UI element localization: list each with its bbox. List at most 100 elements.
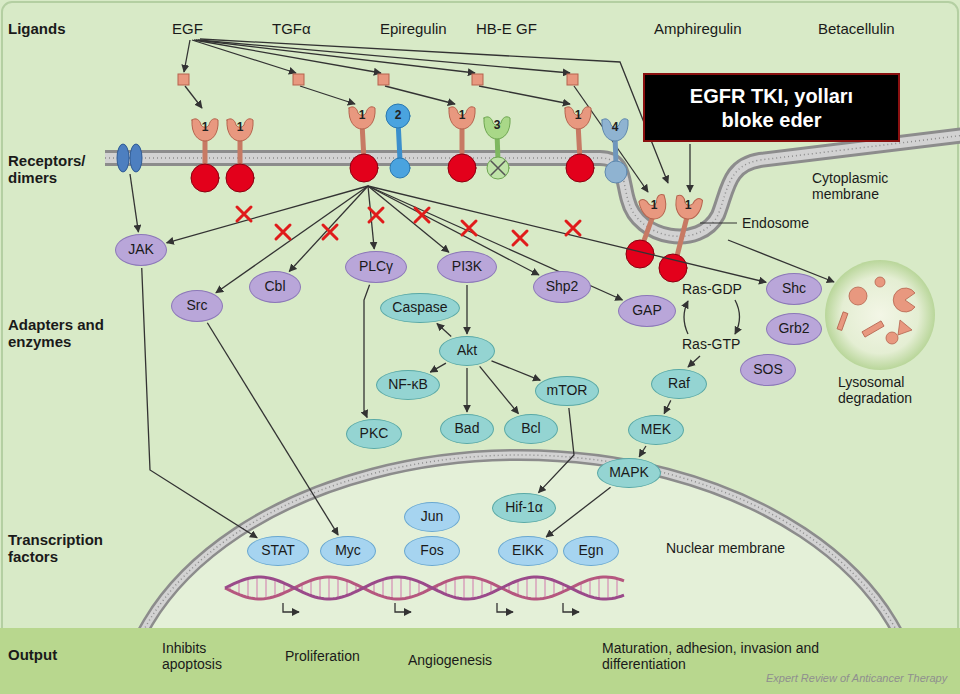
pathway-arrow bbox=[480, 366, 519, 413]
node-label: Egn bbox=[579, 543, 604, 558]
row-label: Transcription factors bbox=[8, 531, 118, 566]
row-label: Receptors/ dimers bbox=[8, 152, 98, 187]
callout-number: 1 bbox=[575, 109, 582, 123]
watermark: Expert Review of Anticancer Therapy bbox=[766, 672, 947, 685]
enzyme-ellipse: MEK bbox=[628, 415, 684, 445]
ligand-name: TGFα bbox=[272, 20, 311, 37]
node-label: Src bbox=[187, 298, 208, 313]
pathway-arrow bbox=[492, 361, 541, 380]
callout-text: EGFR TKI, yolları bloke eder bbox=[669, 84, 874, 132]
ligand-name: Betacellulin bbox=[818, 20, 895, 37]
enzyme-ellipse: Caspase bbox=[380, 293, 459, 323]
lysosome-label: Lysosomal degradation bbox=[838, 374, 933, 406]
adapter-ellipse: Grb2 bbox=[766, 313, 822, 345]
signal-line bbox=[368, 186, 766, 282]
ras-label: Ras-GDP bbox=[682, 281, 742, 297]
node-label: Grb2 bbox=[778, 321, 809, 336]
lysosome bbox=[825, 260, 935, 370]
pathway-arrow bbox=[437, 324, 451, 337]
node-label: mTOR bbox=[547, 383, 588, 398]
transcription-factor-ellipse: EIKK bbox=[498, 536, 558, 566]
output-label: Maturation, adhesion, invasion and diffe… bbox=[602, 640, 822, 672]
pathway-arrow bbox=[664, 400, 671, 413]
adapter-ellipse: PLCγ bbox=[345, 251, 407, 283]
node-label: JAK bbox=[128, 242, 154, 257]
enzyme-ellipse: Bad bbox=[440, 414, 494, 444]
membrane-label: Cytoplasmic membrane bbox=[812, 170, 912, 202]
node-label: Akt bbox=[457, 343, 477, 358]
ligand-name: HB-E GF bbox=[476, 20, 537, 37]
pathway-arrow bbox=[546, 487, 610, 537]
ligand-squares bbox=[178, 74, 578, 85]
node-label: PI3K bbox=[452, 259, 482, 274]
adapter-ellipse: PI3K bbox=[437, 251, 497, 283]
output-label: Proliferation bbox=[285, 648, 360, 664]
enzyme-ellipse: PKC bbox=[346, 419, 402, 449]
leader-line bbox=[700, 223, 737, 224]
pathway-arrow bbox=[430, 363, 446, 372]
callout-number: 1 bbox=[359, 109, 366, 123]
adapter-ellipse: Cbl bbox=[249, 271, 301, 303]
node-label: Fos bbox=[420, 543, 443, 558]
row-label: Output bbox=[8, 646, 57, 663]
enzyme-ellipse: Raf bbox=[651, 369, 707, 399]
output-band bbox=[0, 628, 960, 694]
signal-line bbox=[130, 174, 138, 232]
node-label: Shc bbox=[782, 281, 806, 296]
receptors bbox=[191, 104, 703, 282]
pathway-arrow bbox=[207, 323, 338, 535]
callout-number: 4 bbox=[612, 121, 619, 135]
ligand-name: Amphiregulin bbox=[654, 20, 742, 37]
adapter-ellipse: Shp2 bbox=[533, 271, 591, 303]
node-label: Caspase bbox=[392, 300, 447, 315]
node-label: STAT bbox=[261, 543, 295, 558]
node-label: NF-κB bbox=[388, 377, 428, 392]
node-label: EIKK bbox=[512, 543, 544, 558]
enzyme-ellipse: NF-κB bbox=[376, 370, 440, 400]
enzyme-ellipse: MAPK bbox=[597, 458, 661, 488]
node-label: Bcl bbox=[521, 421, 540, 436]
node-label: GAP bbox=[632, 303, 662, 318]
endosome-label: Endosome bbox=[742, 215, 809, 231]
pathway-arrow bbox=[364, 285, 370, 418]
cytokine-receptor bbox=[117, 144, 142, 172]
adapter-ellipse: Shc bbox=[766, 273, 822, 305]
ligand-name: EGF bbox=[172, 20, 203, 37]
transcription-factor-ellipse: Jun bbox=[404, 502, 460, 532]
ligand-name: Epiregulin bbox=[380, 20, 447, 37]
callout-number: 1 bbox=[685, 199, 692, 213]
transcription-factor-ellipse: Myc bbox=[320, 536, 376, 566]
node-label: SOS bbox=[753, 362, 783, 377]
callout-number: 3 bbox=[494, 119, 501, 133]
callout-number: 1 bbox=[459, 109, 466, 123]
row-label: Adapters and enzymes bbox=[8, 316, 108, 351]
enzyme-ellipse: Bcl bbox=[504, 414, 558, 444]
membrane-label: Nuclear membrane bbox=[666, 540, 785, 556]
node-label: PKC bbox=[360, 426, 389, 441]
signal-line bbox=[167, 186, 368, 243]
dna-helix bbox=[225, 577, 624, 599]
ras-label: Ras-GTP bbox=[682, 336, 740, 352]
pathway-arrow bbox=[466, 285, 467, 334]
node-label: Jun bbox=[421, 509, 444, 524]
adapter-ellipse: JAK bbox=[115, 234, 167, 266]
pathway-arrow bbox=[142, 268, 257, 538]
callout-box: EGFR TKI, yolları bloke eder bbox=[643, 73, 900, 142]
cell-membrane bbox=[105, 135, 960, 236]
node-label: MEK bbox=[641, 422, 671, 437]
adapter-ellipse: GAP bbox=[618, 295, 676, 327]
row-label: Ligands bbox=[8, 20, 66, 37]
node-label: Raf bbox=[668, 376, 690, 391]
node-label: Shp2 bbox=[546, 279, 579, 294]
transcription-arrows bbox=[283, 603, 579, 612]
enzyme-ellipse: Akt bbox=[439, 336, 495, 366]
adapter-ellipse: SOS bbox=[740, 354, 796, 386]
transcription-factor-ellipse: Fos bbox=[404, 536, 460, 566]
node-label: Bad bbox=[455, 421, 480, 436]
node-label: Cbl bbox=[264, 279, 285, 294]
pathway-arrow bbox=[639, 446, 646, 457]
transcription-factor-ellipse: Egn bbox=[563, 536, 619, 566]
enzyme-ellipse: mTOR bbox=[535, 376, 600, 406]
adapter-ellipse: Src bbox=[171, 290, 223, 322]
